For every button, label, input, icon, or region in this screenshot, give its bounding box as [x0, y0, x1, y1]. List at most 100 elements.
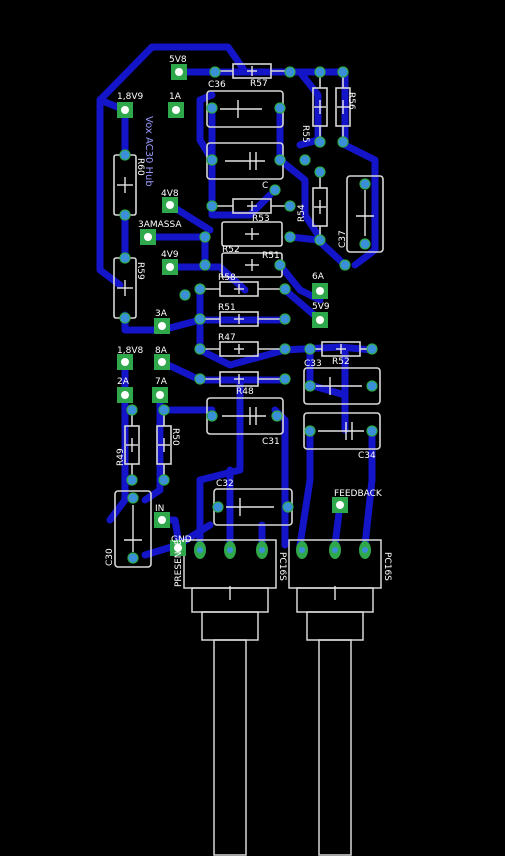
- label-5v8: 5V8: [169, 55, 187, 65]
- label-r59: R59: [135, 262, 145, 280]
- label-r57: R57: [250, 79, 268, 89]
- pot-pin-hole: [197, 547, 203, 553]
- component-pad: [284, 231, 296, 243]
- component-pad: [274, 259, 286, 271]
- component-pad: [119, 209, 131, 221]
- label-r60: R60: [135, 158, 145, 176]
- test-point-hole: [121, 358, 129, 366]
- label-r55: R55: [300, 125, 310, 143]
- label-6a: 6A: [312, 272, 325, 282]
- potentiometer-presence: [183, 539, 277, 856]
- mirrored-board-text: Vox AC30 Hub: [143, 116, 154, 187]
- test-point-hole: [174, 544, 182, 552]
- test-point-hole: [172, 106, 180, 114]
- pot-pin-hole: [259, 547, 265, 553]
- component-pad: [206, 410, 218, 422]
- component-pad: [194, 313, 206, 325]
- copper-traces: [96, 43, 379, 559]
- component-pad: [206, 200, 218, 212]
- label-feedback: FEEDBACK: [334, 489, 383, 499]
- label-5v9: 5V9: [312, 302, 330, 312]
- component-pad: [284, 200, 296, 212]
- label-c37: C37: [338, 230, 348, 248]
- resistor-r60: [113, 154, 137, 216]
- component-pad: [282, 501, 294, 513]
- component-pad: [279, 373, 291, 385]
- label-layer: 5V8 R57 1,8V9 1A C36 R55 R56 R60 C 4V8 R…: [105, 55, 392, 587]
- component-pad: [212, 501, 224, 513]
- test-point-hole: [175, 68, 183, 76]
- component-pad: [127, 552, 139, 564]
- label-in: IN: [155, 504, 164, 514]
- component-pad: [366, 425, 378, 437]
- label-1v9: 1,8V9: [117, 92, 143, 102]
- capacitor-c-mid: [206, 142, 284, 180]
- component-pad: [359, 178, 371, 190]
- resistor-r59: [113, 257, 137, 319]
- pot-pin-hole: [362, 547, 368, 553]
- component-pad: [339, 259, 351, 271]
- label-gnd: GND: [171, 535, 192, 545]
- label-7a: 7A: [155, 377, 168, 387]
- resistor-r52: [310, 341, 372, 357]
- component-pad: [119, 312, 131, 324]
- component-pad: [194, 283, 206, 295]
- test-point-hole: [144, 233, 152, 241]
- component-pad: [337, 66, 349, 78]
- component-pad: [284, 66, 296, 78]
- component-pad: [199, 259, 211, 271]
- component-pad: [314, 66, 326, 78]
- pot-pin-hole: [332, 547, 338, 553]
- test-point-hole: [121, 106, 129, 114]
- label-c34: C34: [358, 451, 376, 461]
- component-pad: [274, 154, 286, 166]
- resistor-r57: [215, 63, 290, 79]
- capacitor-c37: [346, 175, 384, 253]
- test-point-hole: [158, 358, 166, 366]
- pot-pin-hole: [299, 547, 305, 553]
- label-3amassa: 3AMASSA: [138, 220, 182, 230]
- capacitor-c36: [206, 90, 284, 128]
- component-pad: [359, 238, 371, 250]
- component-pad: [199, 231, 211, 243]
- label-r48: R48: [236, 387, 254, 397]
- test-point-hole: [156, 391, 164, 399]
- label-r58: R58: [218, 273, 236, 283]
- resistor-r52-upper: [221, 221, 283, 247]
- component-pad: [279, 343, 291, 355]
- component-pad: [314, 166, 326, 178]
- resistor-r48: [200, 371, 285, 387]
- label-r56: R56: [346, 92, 356, 110]
- resistor-r51: [200, 311, 285, 327]
- test-point-hole: [316, 287, 324, 295]
- test-point-hole: [316, 316, 324, 324]
- label-c31: C31: [262, 437, 280, 447]
- component-pad: [126, 404, 138, 416]
- capacitor-c34: [303, 412, 381, 450]
- label-4v9: 4V9: [161, 250, 179, 260]
- component-pad: [337, 136, 349, 148]
- component-pad: [126, 474, 138, 486]
- label-1a: 1A: [169, 92, 182, 102]
- component-pad: [271, 410, 283, 422]
- pot-pin-hole: [227, 547, 233, 553]
- component-pad: [209, 66, 221, 78]
- label-2a: 2A: [117, 377, 130, 387]
- test-point-hole: [166, 201, 174, 209]
- label-presence: PRESENCE: [174, 539, 184, 587]
- component-pad: [304, 425, 316, 437]
- component-pad: [279, 283, 291, 295]
- component-pad: [119, 252, 131, 264]
- label-r47: R47: [218, 333, 236, 343]
- component-pad: [127, 492, 139, 504]
- potentiometer-pc16s: [288, 539, 382, 856]
- component-pad: [304, 380, 316, 392]
- label-r53: R53: [252, 214, 270, 224]
- test-point-hole: [336, 501, 344, 509]
- component-pad: [158, 474, 170, 486]
- component-pad: [279, 313, 291, 325]
- component-pad: [194, 373, 206, 385]
- label-c33: C33: [304, 359, 322, 369]
- capacitor-c33: [303, 367, 381, 405]
